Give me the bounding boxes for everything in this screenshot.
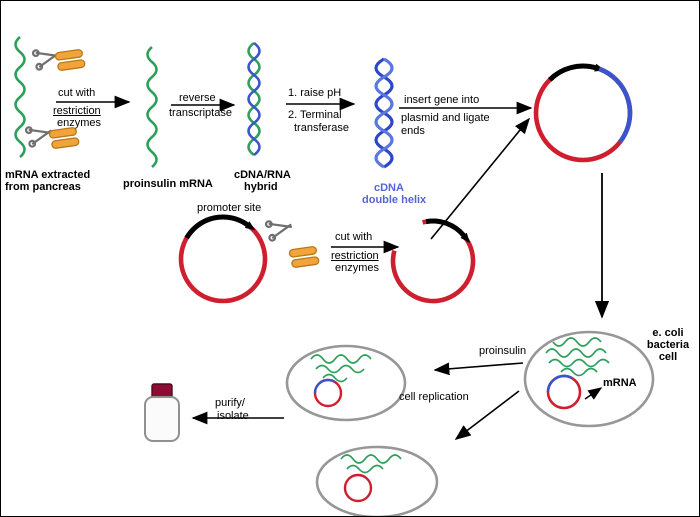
reverse-label-below: transcriptase <box>169 107 232 119</box>
insert-label-above: insert gene into <box>404 94 480 106</box>
promoter-arrowhead <box>244 221 256 231</box>
purify-label-line2: isolate <box>217 410 249 422</box>
cut2-label-above: cut with <box>335 231 373 243</box>
ecoli-cell-label-line2: bacteria <box>646 339 690 351</box>
mrna-extracted-label-line1: mRNA extracted <box>5 169 91 181</box>
ph-label-below1: 2. Terminal <box>288 109 342 121</box>
hybrid-label-line2: hybrid <box>244 181 278 193</box>
cut1-label-below1: restriction <box>53 105 101 117</box>
purify-label-line1: purify/ <box>215 397 245 409</box>
cut1-label-above: cut with <box>58 87 96 99</box>
cut1-label-below2: enzymes <box>57 117 102 129</box>
arrow-mrna-pointer <box>584 387 603 400</box>
hybrid-label-line1: cDNA/RNA <box>234 169 291 181</box>
cut2-label-below2: enzymes <box>335 262 380 274</box>
promoter-plasmid <box>178 214 268 304</box>
ecoli-cell-label-line3: cell <box>658 351 678 363</box>
promoter-arrowhead <box>460 232 470 243</box>
mrna-label: mRNA <box>603 377 637 389</box>
insert-label-below1: plasmid and ligate <box>401 112 490 124</box>
proinsulin-mrna-tangle <box>545 337 610 377</box>
restriction-enzyme-icon <box>54 48 86 72</box>
promoter-site-label: promoter site <box>197 202 262 214</box>
mrna-extracted-label-line2: from pancreas <box>5 181 81 193</box>
insert-label-below2: ends <box>401 125 425 137</box>
ecoli-cell-label: e. coli bacteria cell <box>639 327 697 363</box>
ph-label-below2: transferase <box>294 122 350 134</box>
reverse-label-above: reverse <box>179 92 216 104</box>
ecoli-cell <box>523 330 655 428</box>
ph-label-above: 1. raise pH <box>288 87 342 99</box>
restriction-enzyme-icon <box>288 245 320 269</box>
ligated-plasmid <box>533 63 633 163</box>
bottle-icon <box>144 383 180 442</box>
cdna-rna-hybrid-strand <box>247 41 261 157</box>
cut2-label-below1: restriction <box>331 250 379 262</box>
cdna-label-line2: double helix <box>362 194 427 206</box>
ecoli-cell-label-line1: e. coli <box>652 327 684 339</box>
cut-plasmid <box>390 218 476 304</box>
restriction-enzyme-icon <box>48 126 80 150</box>
cdna-double-helix <box>374 57 394 169</box>
cdna-label-line1: cDNA <box>374 182 404 194</box>
daughter-cell-2 <box>315 445 439 516</box>
scissors-icon <box>264 215 295 243</box>
cell-replication-label: cell replication <box>399 391 469 403</box>
arrow-cut-plasmid-to-ligation <box>430 117 531 240</box>
arrow-replication-2 <box>454 390 520 440</box>
daughter-cell-1 <box>285 344 407 422</box>
proinsulin-label: proinsulin <box>479 345 527 357</box>
mrna-strand <box>14 36 26 158</box>
arrow-replication-1 <box>433 362 524 376</box>
proinsulin-mrna-strand <box>146 46 158 168</box>
plasmid-in-cell <box>546 374 582 410</box>
proinsulin-mrna-label: proinsulin mRNA <box>123 178 213 190</box>
